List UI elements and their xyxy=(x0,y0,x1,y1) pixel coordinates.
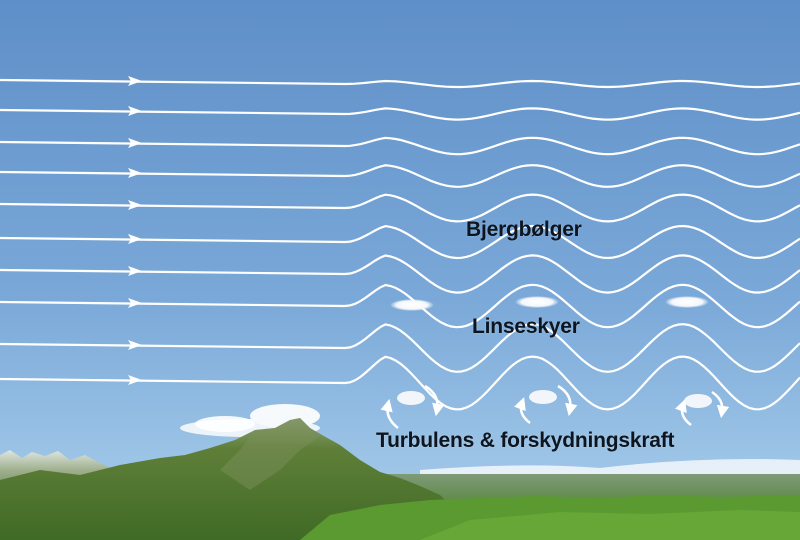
label-lenticular-clouds: Linseskyer xyxy=(472,315,580,338)
streamline xyxy=(0,224,800,260)
lenticular-cloud xyxy=(390,299,434,311)
wind-arrow-icon xyxy=(128,375,142,385)
streamline xyxy=(0,323,800,373)
lenticular-clouds xyxy=(390,296,709,311)
streamline xyxy=(0,254,800,294)
rotor-arrow-up-icon xyxy=(674,399,692,426)
wind-arrow-icon xyxy=(128,106,142,116)
airflow-streamlines xyxy=(0,76,800,411)
rotor xyxy=(380,384,445,429)
rotor-arrow-up-icon xyxy=(380,398,399,429)
rotor-cloud xyxy=(397,391,425,405)
rotor-arrow-down-icon xyxy=(557,384,578,417)
foreground-grass-highlight xyxy=(420,510,800,540)
lenticular-cloud xyxy=(665,296,709,308)
mountain-shading xyxy=(220,418,322,490)
label-mountain-waves: Bjergbølger xyxy=(466,218,582,241)
streamline xyxy=(0,355,800,411)
lenticular-cloud xyxy=(515,296,559,308)
rotor-group xyxy=(380,384,730,429)
rotor-arrow-up-icon xyxy=(513,397,531,424)
rotor-arrow-down-icon xyxy=(424,384,445,417)
wind-arrow-icon xyxy=(128,76,142,86)
streamline xyxy=(0,107,800,121)
horizon-haze xyxy=(420,459,800,476)
wind-arrow-icon xyxy=(128,266,142,276)
rotor xyxy=(513,384,578,424)
streamline xyxy=(0,164,800,188)
wind-arrow-icon xyxy=(128,298,142,308)
rotor-cloud xyxy=(529,390,557,404)
wind-arrow-icon xyxy=(128,168,142,178)
label-turbulence: Turbulens & forskydningskraft xyxy=(376,429,675,452)
rotor-arrow-down-icon xyxy=(711,390,730,419)
wind-arrow-icon xyxy=(128,234,142,244)
streamline xyxy=(0,78,800,89)
streamline xyxy=(0,193,800,223)
wind-arrow-icon xyxy=(128,200,142,210)
rotor xyxy=(674,390,730,426)
wind-arrow-icon xyxy=(128,340,142,350)
streamline xyxy=(0,136,800,156)
rotor-cloud xyxy=(684,394,712,408)
main-mountain xyxy=(0,418,460,540)
wind-arrow-icon xyxy=(128,138,142,148)
